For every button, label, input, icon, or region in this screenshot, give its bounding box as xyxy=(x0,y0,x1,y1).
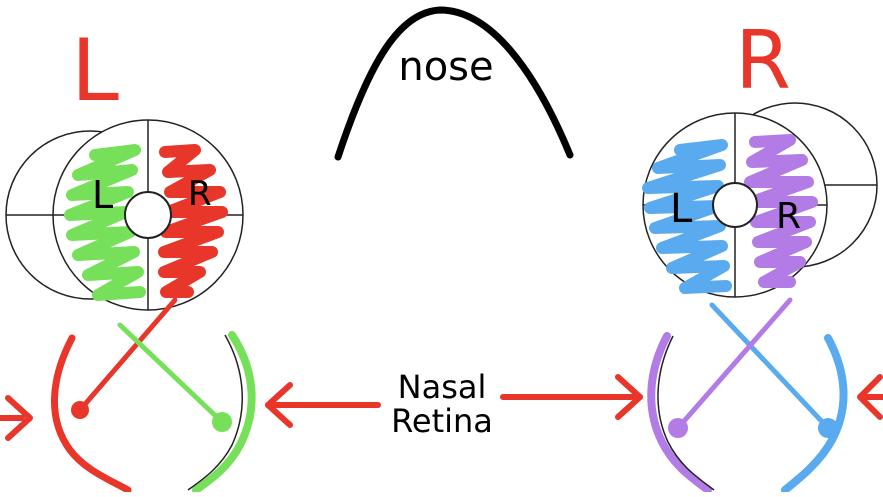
nasal-arrow-right xyxy=(500,374,643,420)
right-eye-visual-field: L R xyxy=(642,102,878,298)
left-field-green-scribble xyxy=(64,144,146,301)
right-eye-retina xyxy=(647,297,848,494)
right-blue-projection xyxy=(709,302,831,431)
nasal-arrow-left xyxy=(265,382,381,428)
right-field-l-label: L xyxy=(670,186,693,232)
right-temporal-retina-arc xyxy=(781,334,848,494)
arrows xyxy=(0,374,883,441)
left-eye-retina xyxy=(51,297,256,494)
right-purple-projection xyxy=(675,297,793,431)
left-field-r-label: R xyxy=(188,174,212,214)
nose-label: nose xyxy=(398,44,493,90)
right-field-r-label: R xyxy=(776,196,801,237)
left-eye-label: L xyxy=(71,21,119,121)
nose-curve xyxy=(334,6,574,161)
nasal-label-line1: Nasal xyxy=(398,368,487,406)
far-right-arrow xyxy=(857,374,883,420)
left-green-projection xyxy=(117,322,225,425)
right-field-blue-scribble xyxy=(642,139,732,294)
nasal-label-line2: Retina xyxy=(391,402,493,440)
left-field-l-label: L xyxy=(92,173,113,217)
right-eye-label: R xyxy=(735,14,791,107)
right-nasal-retina-arc xyxy=(647,332,712,494)
far-left-arrow xyxy=(0,395,33,441)
left-temporal-retina-arc xyxy=(51,334,132,494)
left-field-red-scribble xyxy=(158,144,228,298)
right-field-purple-scribble xyxy=(744,134,818,288)
left-red-projection xyxy=(77,297,178,413)
left-eye-visual-field: L R xyxy=(5,119,244,311)
left-nasal-retina-arc xyxy=(192,331,256,494)
